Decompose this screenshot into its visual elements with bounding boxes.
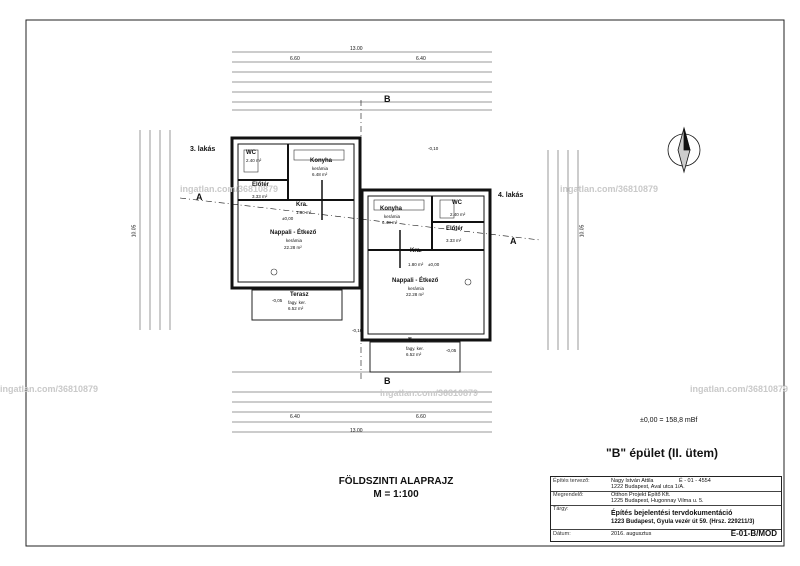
level-mark: -0,10 [428, 146, 439, 151]
unit-label: 4. lakás [498, 192, 524, 199]
dim-text: 10.05 [131, 224, 138, 238]
room-floor: fagy. ker. [406, 346, 424, 351]
level-note: ±0,00 = 158,8 mBf [640, 417, 698, 424]
title-block: Építés tervező: Nagy István Attila É - 0… [550, 476, 782, 542]
building-label: "B" épület (II. ütem) [606, 446, 719, 460]
room-name: WC [452, 200, 462, 206]
room-floor: kerámia [312, 166, 329, 171]
designer-reg: É - 01 - 4554 [679, 478, 711, 484]
room-name: Kra. [296, 202, 308, 208]
subject-line1: Építés bejelentési tervdokumentáció [611, 510, 733, 517]
room-area: 6.52 m² [288, 306, 304, 311]
sheet-code: E-01-B/MOD [730, 529, 777, 538]
date-label: Dátum: [553, 531, 571, 537]
room-area: 6.48 m² [312, 172, 328, 177]
level-mark: ±0,00 [428, 262, 440, 267]
watermark: ingatlan.com/36810879 [380, 388, 479, 398]
room-floor: fagy. ker. [288, 300, 306, 305]
dim-text: 10.05 [579, 224, 586, 238]
room-name: Terasz [408, 338, 427, 344]
designer-name: Nagy István Attila [611, 478, 654, 484]
drawing-scale: M = 1:100 [373, 489, 419, 500]
section-marker: B [384, 376, 391, 386]
room-name: Előtér [252, 182, 270, 188]
room-name: Konyha [380, 206, 403, 212]
watermark: ingatlan.com/36810879 [0, 384, 99, 394]
watermark: ingatlan.com/36810879 [180, 184, 279, 194]
room-area: 3.33 m² [446, 238, 462, 243]
date-value: 2016. augusztus [611, 531, 652, 537]
level-mark: ±0,00 [282, 216, 294, 221]
dim-text: 6.60 [290, 56, 300, 62]
client-addr: 1225 Budapest, Hugonnay Vilma u. 5. [611, 498, 704, 504]
room-floor: kerámia [286, 238, 303, 243]
watermark: ingatlan.com/36810879 [690, 384, 789, 394]
level-mark: -0,05 [272, 298, 283, 303]
client-label: Megrendelő: [553, 492, 584, 498]
room-name: Konyha [310, 158, 333, 164]
designer-addr: 1222 Budapest, Aval utca 1/A. [611, 484, 685, 490]
room-area: 22.28 m² [284, 245, 302, 250]
room-area: 3.33 m² [252, 194, 268, 199]
level-mark: -0,10 [352, 328, 363, 333]
room-name: WC [246, 150, 256, 156]
level-mark: -0,05 [446, 348, 457, 353]
dim-text: 6.40 [416, 56, 426, 62]
room-area: 1.80 m² [408, 262, 424, 267]
client-name: Otthon Projekt Építő Kft. [611, 492, 671, 498]
dim-text: 13.00 [350, 428, 363, 434]
room-floor: kerámia [408, 286, 425, 291]
room-name: Nappali - Étkező [270, 230, 317, 236]
watermark: ingatlan.com/36810879 [560, 184, 659, 194]
room-name: Terasz [290, 292, 309, 298]
dim-text: 6.60 [416, 414, 426, 420]
room-area: 2.40 m² [450, 212, 466, 217]
dim-text: 13.00 [350, 46, 363, 52]
room-area: 1.80 m² [296, 210, 312, 215]
subject-line2: 1223 Budapest, Gyula vezér út 59. (Hrsz.… [611, 519, 755, 525]
room-floor: kerámia [384, 214, 401, 219]
axis-marker: A [196, 192, 203, 202]
axis-marker: A [510, 236, 517, 246]
room-area: 2.40 m² [246, 158, 262, 163]
drawing-title: FÖLDSZINTI ALAPRAJZ [338, 476, 454, 487]
room-area: 6.52 m² [406, 352, 422, 357]
subject-label: Tárgy: [553, 506, 569, 512]
room-name: Nappali - Étkező [392, 278, 439, 284]
room-area: 22.28 m² [406, 292, 424, 297]
designer-label: Építés tervező: [553, 478, 590, 484]
room-area: 6.48 m² [382, 220, 398, 225]
dim-text: 6.40 [290, 414, 300, 420]
section-marker: B [384, 94, 391, 104]
room-name: Kra. [410, 248, 422, 254]
unit-label: 3. lakás [190, 146, 216, 153]
room-name: Előtér [446, 226, 464, 232]
